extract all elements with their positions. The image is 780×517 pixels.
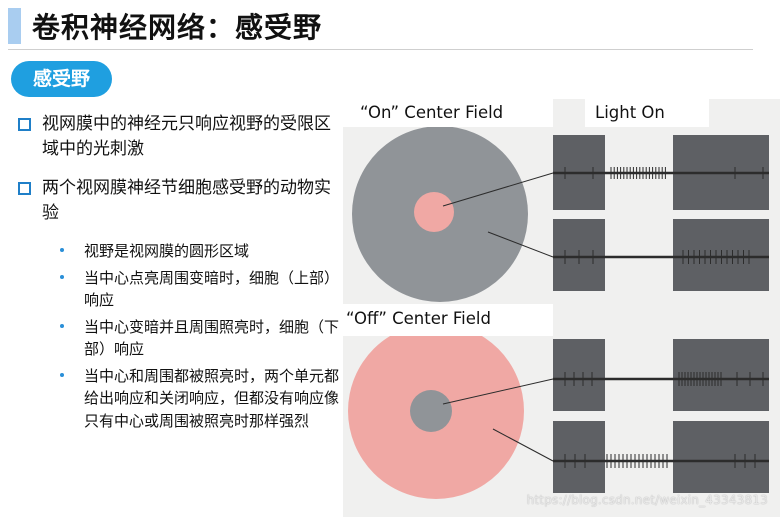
watermark: https://blog.csdn.net/weixin_43343813 (526, 493, 768, 507)
bullet-list: 视网膜中的神经元只响应视野的受限区域中的光刺激 两个视网膜神经节细胞感受野的动物… (16, 112, 341, 432)
sub-bullet-text: 当中心点亮周围变暗时，细胞（上部）响应 (84, 268, 340, 310)
dot-bullet-icon (60, 372, 64, 377)
sub-bullet-item: 当中心点亮周围变暗时，细胞（上部）响应 (16, 267, 341, 312)
bullet-text: 视网膜中的神经元只响应视野的受限区域中的光刺激 (42, 114, 331, 159)
off-center-circle (410, 390, 452, 432)
sub-bullet-item: 当中心变暗并且周围照亮时，细胞（下部）响应 (16, 316, 341, 361)
spike-marks (564, 167, 764, 468)
dot-bullet-icon (60, 248, 64, 252)
off-center-label: “Off” Center Field (346, 309, 491, 328)
square-bullet-icon (18, 182, 31, 195)
sub-bullet-text: 视野是视网膜的圆形区域 (84, 242, 250, 260)
title-accent-bar (8, 8, 21, 44)
on-center-label: “On” Center Field (360, 103, 504, 122)
bullet-item: 两个视网膜神经节细胞感受野的动物实验 (16, 176, 341, 226)
sub-bullet-item: 视野是视网膜的圆形区域 (16, 240, 341, 263)
on-center-circle (414, 192, 454, 232)
slide-title: 卷积神经网络：感受野 (32, 11, 323, 44)
section-badge: 感受野 (11, 61, 112, 97)
dot-bullet-icon (60, 274, 64, 279)
bullet-text: 两个视网膜神经节细胞感受野的动物实验 (42, 178, 331, 223)
figure-svg (343, 99, 780, 517)
sub-bullet-text: 当中心变暗并且周围照亮时，细胞（下部）响应 (84, 317, 340, 359)
pointer-lines (442, 172, 554, 462)
light-on-label: Light On (595, 103, 665, 122)
sub-bullet-text: 当中心和周围都被照亮时，两个单元都给出响应和关闭响应，但都没有响应像只有中心或周… (84, 366, 340, 430)
square-bullet-icon (18, 118, 31, 131)
sub-bullet-item: 当中心和周围都被照亮时，两个单元都给出响应和关闭响应，但都没有响应像只有中心或周… (16, 365, 341, 433)
dot-bullet-icon (60, 323, 64, 328)
receptive-field-figure: “On” Center Field Light On “Off” Center … (343, 99, 780, 517)
bullet-item: 视网膜中的神经元只响应视野的受限区域中的光刺激 (16, 112, 341, 162)
title-divider (8, 49, 753, 50)
